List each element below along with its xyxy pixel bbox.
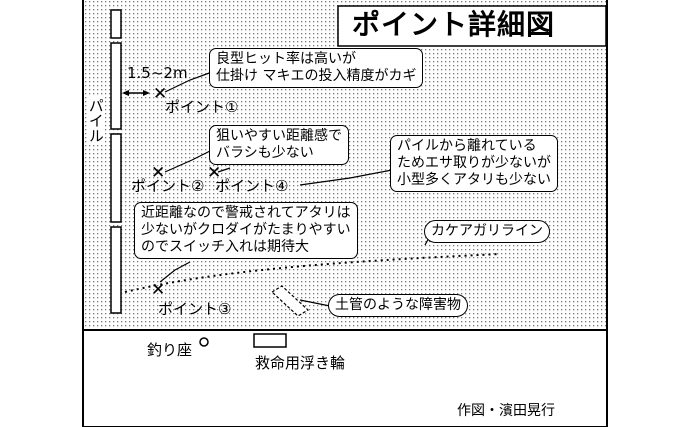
pile-4 <box>110 226 122 314</box>
callout-point1: 良型ヒット率は高いが 仕掛け マキエの投入精度がカギ <box>209 48 424 88</box>
lifebuoy-label: 救命用浮き輪 <box>255 354 346 372</box>
point4-label: ポイント④ <box>215 177 289 195</box>
callout-kakeagari: カケアガリライン <box>424 220 550 243</box>
point2-marker: ✕ <box>151 163 166 183</box>
pile-label: パイル <box>86 96 105 145</box>
fishing-seat-label: 釣り座 <box>147 341 193 359</box>
dokan-obstacle <box>271 285 309 317</box>
callout-point2-line2: バラシも少ない <box>216 145 314 161</box>
fishing-seat-icon <box>199 337 209 347</box>
pile-3 <box>110 133 122 223</box>
callout-point3-line2: 少ないがクロダイがたまりやすい <box>141 222 351 238</box>
pile-1 <box>110 9 122 39</box>
callout-point3-line3: のでスイッチ入れは期待大 <box>141 239 309 255</box>
distance-label: 1.5~2m <box>127 64 188 82</box>
kakeagari-line <box>124 253 501 293</box>
callout-point4: パイルから離れている ためエサ取りが少ないが 小型多くアタリも少ない <box>390 135 558 192</box>
point1-label: ポイント① <box>165 98 239 116</box>
callout-point3-line1: 近距離なので警戒されてアタリは <box>141 205 351 221</box>
lifebuoy-icon <box>253 333 287 348</box>
callout-point4-line2: ためエサ取りが少ないが <box>397 155 551 171</box>
callout-point3: 近距離なので警戒されてアタリは 少ないがクロダイがたまりやすい のでスイッチ入れ… <box>134 202 358 259</box>
point4-marker: ✕ <box>207 163 222 183</box>
point3-label: ポイント③ <box>158 300 232 318</box>
callout-dokan: 土管のような障害物 <box>328 294 468 317</box>
callout-point2: 狙いやすい距離感で バラシも少ない <box>209 125 349 165</box>
pier-area <box>82 329 608 427</box>
point1-marker: ✕ <box>153 84 168 104</box>
point3-marker: ✕ <box>151 280 166 300</box>
callout-point1-line2: 仕掛け マキエの投入精度がカギ <box>216 68 417 84</box>
callout-point4-line3: 小型多くアタリも少ない <box>397 172 551 188</box>
credit: 作図・濱田晃行 <box>457 403 555 419</box>
title-box <box>337 5 607 47</box>
callout-point4-line1: パイルから離れている <box>397 138 537 154</box>
pile-2 <box>110 42 122 130</box>
callout-point2-line1: 狙いやすい距離感で <box>216 128 342 144</box>
page-title: ポイント詳細図 <box>352 8 556 41</box>
callout-point1-line1: 良型ヒット率は高いが <box>216 51 356 67</box>
point2-label: ポイント② <box>131 177 205 195</box>
